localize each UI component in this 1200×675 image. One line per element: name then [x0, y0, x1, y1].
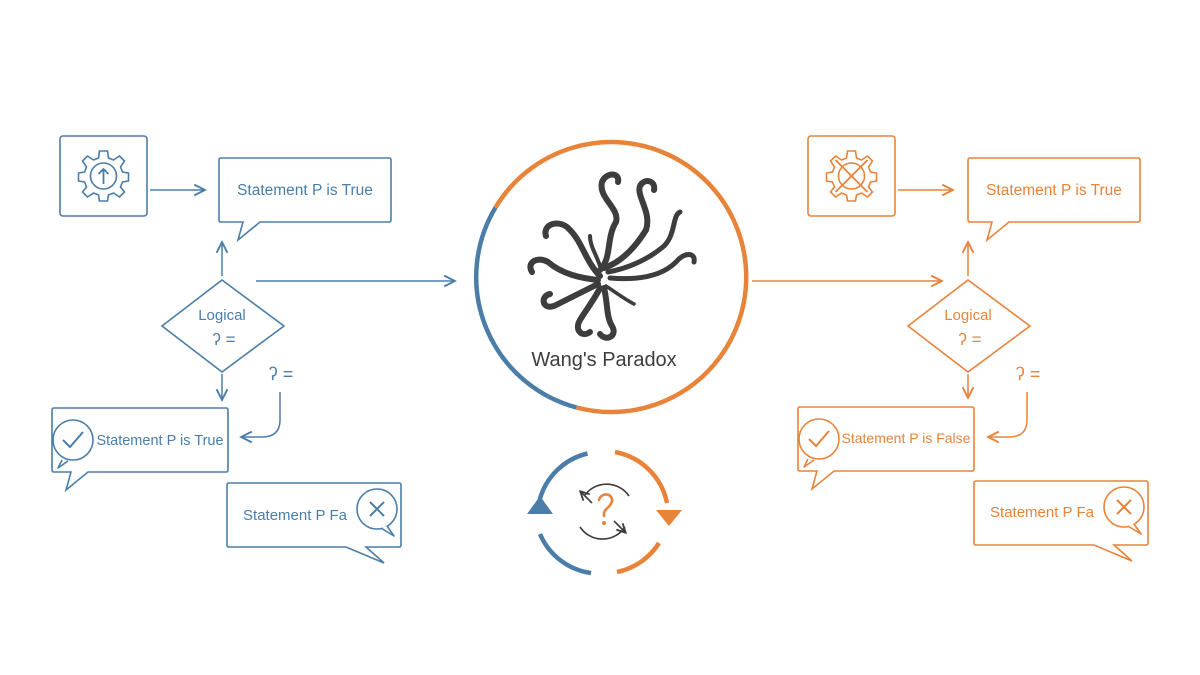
- right-bubble-mid-text: Statement P is False: [842, 430, 971, 446]
- left-bubble-mid: Statement P is True: [51, 407, 229, 493]
- close-icon: [356, 488, 398, 537]
- left-bubble-bottom: Statement P Fa: [226, 482, 402, 564]
- left-bubble-mid-text: Statement P is True: [96, 433, 223, 449]
- left-diamond-symbol: ʔ =: [212, 330, 235, 349]
- question-squiggle-icon: [527, 171, 697, 341]
- left-diamond-label: Logical: [198, 307, 246, 324]
- gear-cross-icon: [825, 150, 878, 202]
- right-diamond-symbol: ʔ =: [958, 330, 981, 349]
- right-logical-diamond: Logical ʔ =: [906, 278, 1032, 374]
- right-bubble-top: Statement P is True: [967, 157, 1141, 243]
- right-bubble-top-text: Statement P is True: [986, 182, 1122, 199]
- left-side-symbol: ʔ =: [269, 364, 294, 384]
- right-branch: Statement P is True Logical ʔ = ʔ = Stat…: [752, 135, 1149, 562]
- left-bubble-bottom-text: Statement P Fa: [243, 507, 348, 524]
- center-paradox-circle: Wang's Paradox: [474, 139, 749, 415]
- gear-up-arrow-icon: [77, 150, 130, 202]
- paradox-title: Wang's Paradox: [531, 349, 676, 371]
- left-side-curved-arrow: [241, 392, 281, 437]
- right-side-curved-arrow: [988, 392, 1028, 437]
- close-icon: [1103, 486, 1145, 535]
- left-bubble-top-text: Statement P is True: [237, 182, 373, 199]
- right-bubble-bottom: Statement P Fa: [973, 480, 1149, 562]
- check-icon: [52, 419, 94, 469]
- right-bubble-bottom-text: Statement P Fa: [990, 504, 1095, 521]
- cycle-icon: [527, 449, 682, 576]
- right-diamond-label: Logical: [944, 307, 992, 324]
- right-gear-box: [807, 135, 896, 217]
- check-icon: [798, 418, 840, 468]
- left-logical-diamond: Logical ʔ =: [160, 278, 286, 374]
- right-bubble-mid: Statement P is False: [797, 406, 975, 492]
- left-gear-box: [59, 135, 148, 217]
- left-bubble-top: Statement P is True: [218, 157, 392, 243]
- right-side-symbol: ʔ =: [1016, 364, 1041, 384]
- left-branch: Statement P is True Logical ʔ = ʔ = Stat…: [51, 135, 455, 564]
